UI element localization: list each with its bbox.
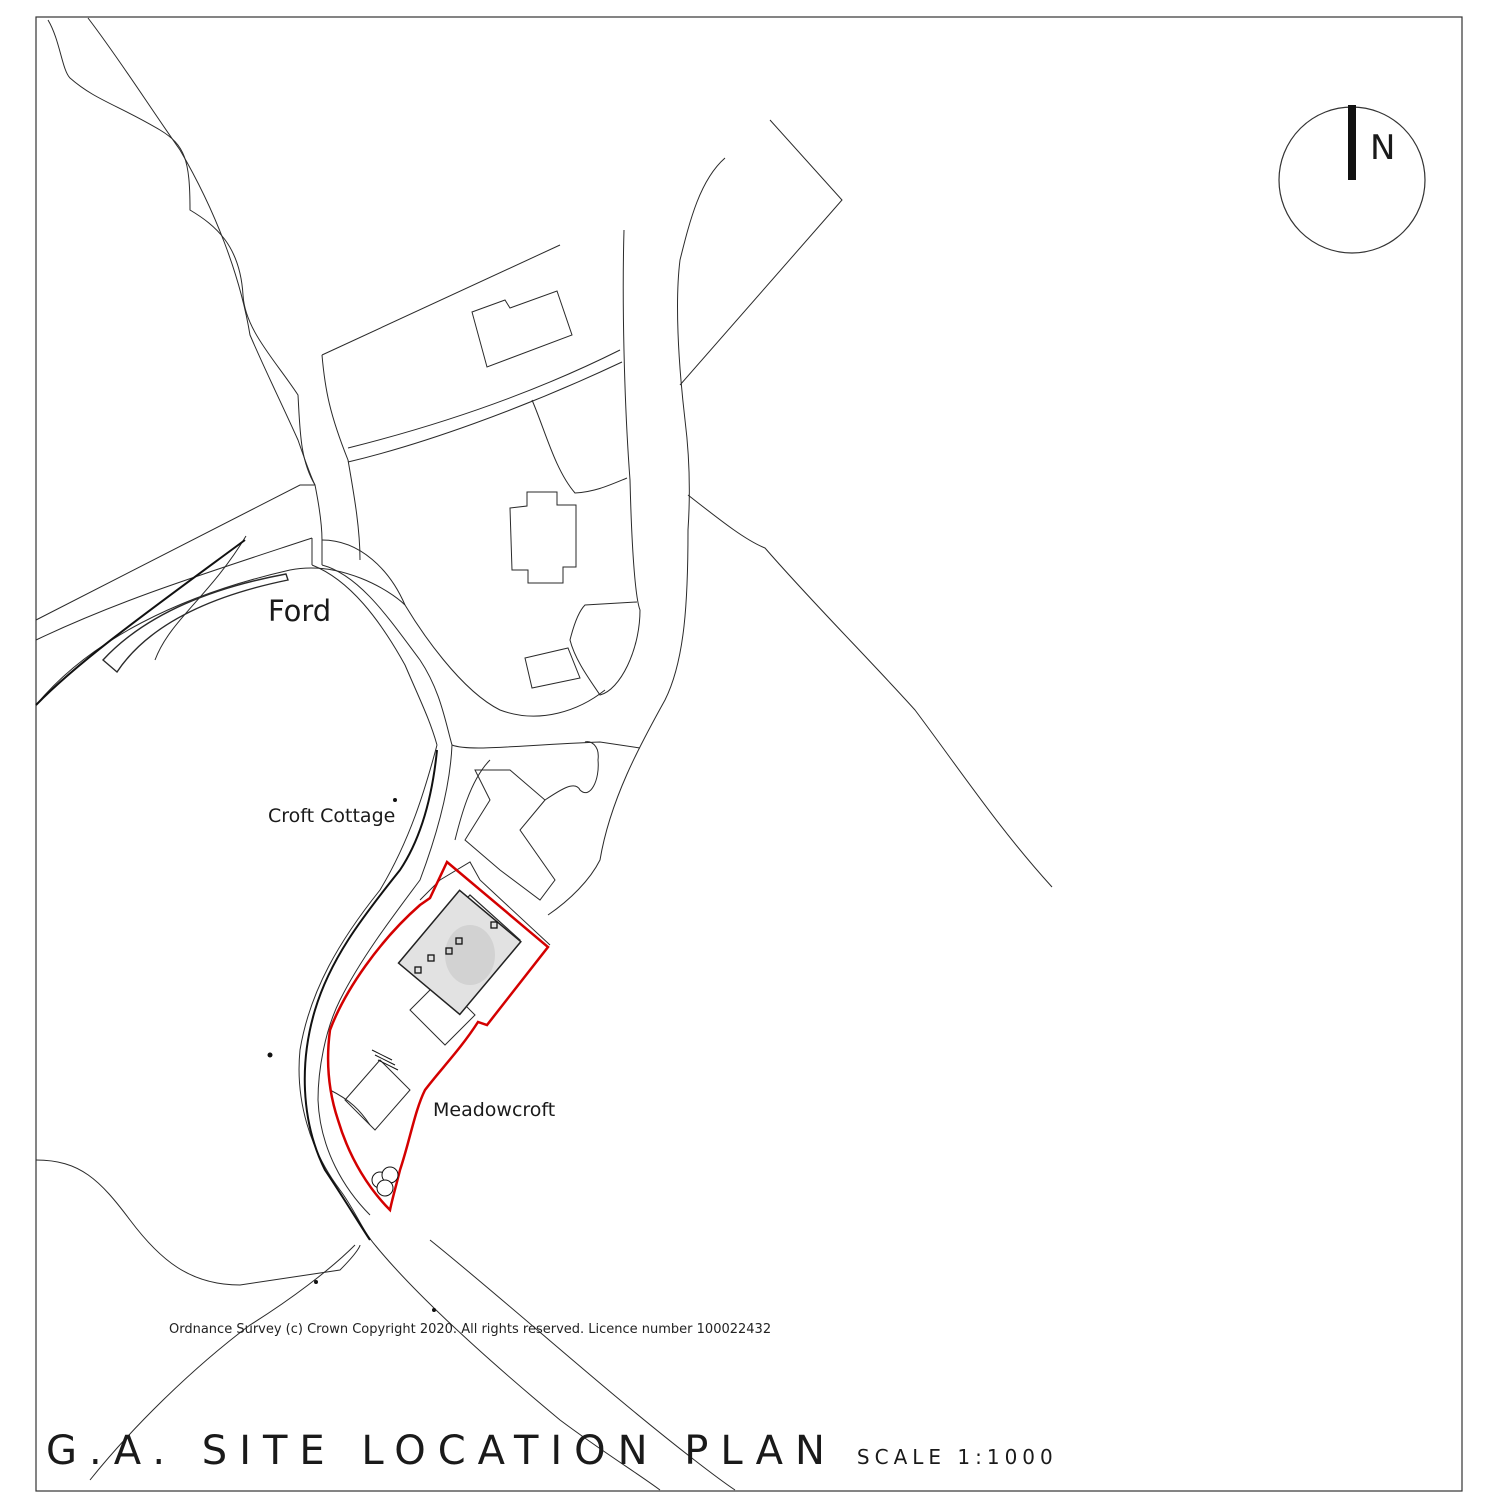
title-block: G.A. SITE LOCATION PLAN SCALE 1:1000	[46, 1428, 1058, 1474]
benchmark-dot	[267, 1052, 273, 1058]
road-kerb-lines	[35, 539, 438, 1241]
benchmark-dot	[432, 1308, 436, 1312]
steps-symbol	[371, 1049, 399, 1071]
north-label: N	[1370, 128, 1396, 168]
site-boundary	[326, 859, 550, 1213]
place-label-ford: Ford	[268, 594, 332, 628]
plan-title: G.A. SITE LOCATION PLAN	[46, 1428, 837, 1474]
place-label-croft-cottage: Croft Cottage	[268, 805, 396, 827]
plan-scale: SCALE 1:1000	[856, 1445, 1058, 1469]
ordnance-map-linework	[35, 17, 1053, 1491]
sheet-border	[35, 16, 1463, 1492]
place-label-meadowcroft: Meadowcroft	[433, 1099, 556, 1121]
north-arrow-icon	[1348, 105, 1356, 180]
copyright-notice: Ordnance Survey (c) Crown Copyright 2020…	[169, 1322, 772, 1337]
roof-light	[445, 947, 453, 955]
roof-light	[414, 966, 422, 974]
benchmark-dot	[314, 1280, 318, 1284]
benchmark-dot	[393, 798, 397, 802]
tree-icon	[371, 1166, 399, 1197]
roof-light	[455, 937, 463, 945]
roof-hatch	[445, 925, 495, 985]
roof-light	[427, 954, 435, 962]
roof-light	[490, 921, 498, 929]
